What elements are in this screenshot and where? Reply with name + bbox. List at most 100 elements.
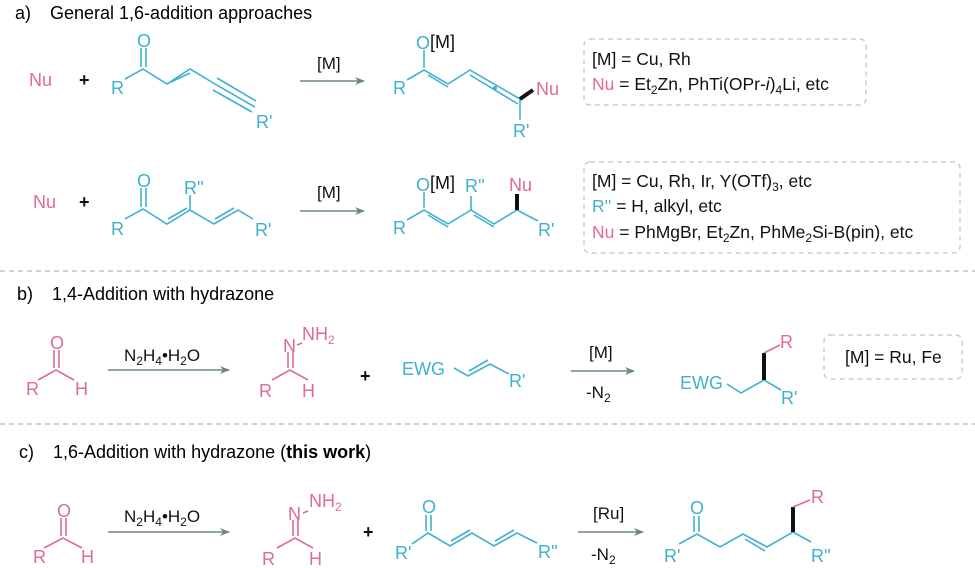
conditions-box-a1: [M] = Cu, Rh Nu = Et2Zn, PhTi(OPr-i)4Li,… (583, 38, 867, 106)
alkene-bond (473, 214, 495, 228)
substrate-chain (124, 208, 254, 225)
hydrazone: N NH2 R H (259, 324, 335, 401)
conditions-box-a2: [M] = Cu, Rh, Ir, Y(OTf)3, etc R'' = H, … (583, 161, 961, 254)
note-line-r-double-prime: R'' = H, alkyl, etc (592, 196, 722, 216)
hydrogen-atom: H (309, 549, 322, 568)
section-c-label: c) (19, 442, 34, 462)
product-chain (406, 209, 539, 225)
nucleophile-group: Nu (536, 79, 559, 99)
r-group: R (393, 218, 406, 238)
r-double-prime-group: R'' (811, 546, 831, 566)
nitrogen-atom: N (288, 504, 301, 524)
r-group: R (33, 547, 46, 567)
oxygen-atom: O (422, 497, 436, 517)
r-prime-group: R' (255, 220, 271, 240)
aldehyde: O R H (26, 333, 88, 399)
hydrazine-reagent: N2H4•H2O (124, 507, 200, 529)
alkene-bond (170, 72, 191, 83)
oxygen-atom: O (57, 501, 71, 521)
ewg-group: EWG (680, 373, 723, 393)
r-group: R (811, 487, 824, 507)
section-a-title: General 1,6-addition approaches (50, 3, 312, 23)
r-prime-group: R' (509, 371, 525, 391)
ynone-substrate: O R R' (111, 31, 272, 132)
nucleophile-group: Nu (509, 175, 532, 195)
carbonyl-bond (140, 188, 147, 207)
alkene-bond (744, 538, 766, 552)
hydroalkylation-product: O R' R R'' (664, 487, 831, 566)
catalyst-label: [M] (317, 183, 341, 202)
oxygen-atom: O (416, 33, 430, 53)
r-prime-group: R' (538, 220, 554, 240)
section-c-title: 1,6-Addition with hydrazone (this work) (53, 442, 371, 462)
r-bond (763, 344, 781, 354)
r-group: R (111, 78, 124, 98)
plus-sign: + (79, 70, 90, 90)
r-group: R (259, 381, 272, 401)
catalyst-label: [M] (589, 343, 613, 362)
section-b: b) 1,4-Addition with hydrazone O R H N2H… (17, 284, 963, 408)
note-line-nucleophile: Nu = Et2Zn, PhTi(OPr-i)4Li, etc (592, 74, 829, 97)
amino-group: NH2 (309, 491, 342, 514)
oxygen-atom: O (137, 171, 151, 191)
reaction-a1: Nu + O R R' [M] O (29, 31, 867, 141)
hydrogen-atom: H (302, 381, 315, 401)
r-group: R (262, 549, 275, 568)
r-group: R (780, 332, 793, 352)
note-metal-b: [M] = Ru, Fe (845, 347, 942, 367)
aldehyde-bonds (37, 350, 75, 381)
section-a-label: a) (15, 3, 31, 23)
nitrogen-loss-label: -N2 (586, 383, 611, 405)
r-prime-group: R' (781, 388, 797, 408)
oxygen-atom: O (137, 31, 151, 51)
catalyst-label: [M] (317, 54, 341, 73)
alkene-bond-1 (167, 207, 188, 220)
metal-label: [M] (430, 32, 455, 52)
note-line-nucleophile: Nu = PhMgBr, Et2Zn, PhMe2Si-B(pin), etc (592, 222, 913, 245)
allenolate-product: O [M] R Nu R' (393, 32, 559, 141)
r-double-prime-group: R'' (184, 178, 204, 198)
oxygen-atom: O (50, 333, 64, 353)
alkene-bond-1 (450, 529, 471, 542)
plus-sign: + (360, 366, 371, 386)
r-group: R (393, 78, 406, 98)
r-prime-group: R' (395, 543, 411, 563)
ewg-group: EWG (402, 359, 445, 379)
r-prime-group: R' (256, 112, 272, 132)
section-c: c) 1,6-Addition with hydrazone (this wor… (19, 442, 831, 568)
carbonyl-bond (425, 515, 432, 531)
alkyne-bond (212, 77, 257, 113)
section-b-label: b) (17, 284, 33, 304)
substrate-chain (124, 68, 256, 108)
aldehyde-bonds (43, 518, 83, 549)
dienone-acceptor: O R' R'' (395, 497, 558, 563)
note-line-metal: [M] = Cu, Rh, Ir, Y(OTf)3, etc (592, 171, 812, 194)
r-prime-group: R' (513, 121, 529, 141)
note-line-metal: [M] = Cu, Rh (592, 49, 691, 69)
product-chain (726, 379, 782, 394)
allene-center-dot (493, 86, 497, 90)
alkene-bond-2 (494, 529, 515, 542)
dashed-box (583, 38, 867, 106)
section-b-title: 1,4-Addition with hydrazone (52, 284, 274, 304)
r-double-prime-group: R'' (538, 542, 558, 562)
nitrogen-atom: N (283, 336, 296, 356)
dashed-box (583, 161, 961, 254)
hydrogen-atom: H (75, 379, 88, 399)
nitrogen-loss-label: -N2 (591, 545, 616, 567)
carbonyl-bond (693, 516, 700, 532)
addition-product: EWG R R' (680, 332, 797, 408)
section-a: a) General 1,6-addition approaches Nu + … (15, 3, 961, 254)
carbonyl-bond (140, 48, 147, 67)
r-group: R (111, 219, 124, 239)
enolate-double-bond (427, 214, 449, 228)
metal-label: [M] (430, 173, 455, 193)
plus-sign: + (79, 192, 90, 212)
acceptor-chain (411, 532, 538, 547)
acceptor-bonds (453, 359, 510, 377)
oxygen-atom: O (690, 498, 704, 518)
r-prime-group: R' (664, 546, 680, 566)
dienolate-product: O [M] R R'' Nu R' (393, 173, 554, 240)
dienone-substrate: O R R'' R' (111, 171, 271, 240)
